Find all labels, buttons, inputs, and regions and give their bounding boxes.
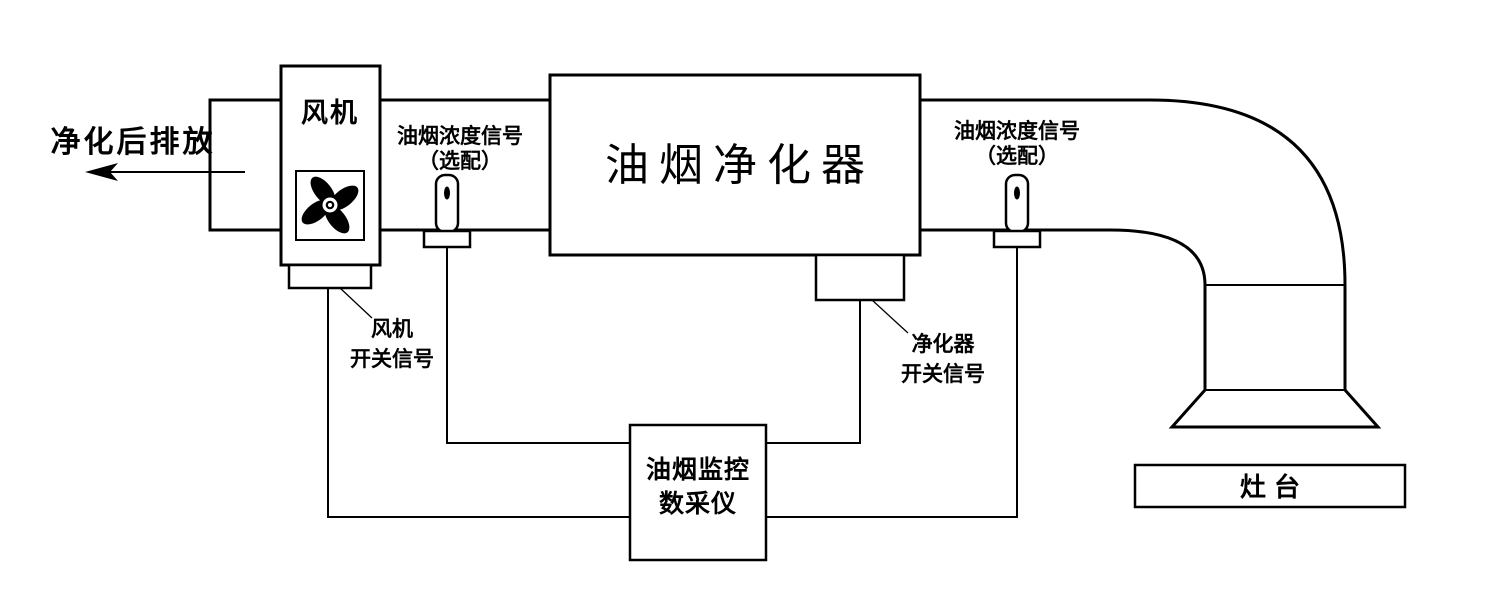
sensor-left-signal-line (446, 247, 630, 444)
stove-box (1133, 463, 1407, 509)
fume-sensor-right (992, 173, 1042, 249)
sensor-probe-icon (434, 173, 460, 234)
purifier-switch-pointer-line (871, 299, 909, 334)
purifier-box (548, 73, 922, 257)
fan-switch-label-line2: 开关信号 (350, 347, 434, 371)
daq-label-line1: 油烟监控 (646, 456, 750, 484)
sensor-left-label-line2: （选配） (418, 149, 502, 173)
sensor-right-label-line2: （选配） (975, 144, 1059, 168)
exhaust-label: 净化后排放 (51, 125, 216, 159)
fan-switch-label-line1: 风机 (371, 317, 413, 341)
purifier-switch-label-line1: 净化器 (912, 332, 976, 356)
exhaust-duct (208, 98, 281, 232)
fume-sensor-left (422, 173, 472, 249)
fan-switch-pointer-line (339, 287, 373, 319)
sensor-right-signal-line (766, 247, 1018, 518)
daq-box (628, 423, 768, 562)
sensor-probe-icon (1004, 173, 1030, 234)
fan-switch-signal-line (327, 288, 630, 518)
fan-icon (301, 176, 359, 234)
sensor-right-label-line1: 油烟浓度信号 (954, 119, 1080, 143)
stove-label: 灶台 (1240, 472, 1308, 502)
purifier-label: 油烟净化器 (605, 141, 875, 190)
fan-label: 风机 (301, 98, 359, 128)
hood (1168, 389, 1382, 429)
daq-label-line2: 数采仪 (659, 490, 737, 518)
purifier-switch-signal-line (766, 300, 861, 444)
exhaust-arrow (85, 163, 245, 181)
vertical-duct (1203, 285, 1347, 390)
elbow-duct-outer (1149, 98, 1347, 286)
elbow-duct-inner (1109, 228, 1207, 286)
purifier-switch-flange (814, 253, 906, 302)
sensor-left-label-line1: 油烟浓度信号 (397, 124, 523, 148)
fan-switch-flange (287, 263, 373, 290)
purifier-switch-label-line2: 开关信号 (901, 362, 985, 386)
